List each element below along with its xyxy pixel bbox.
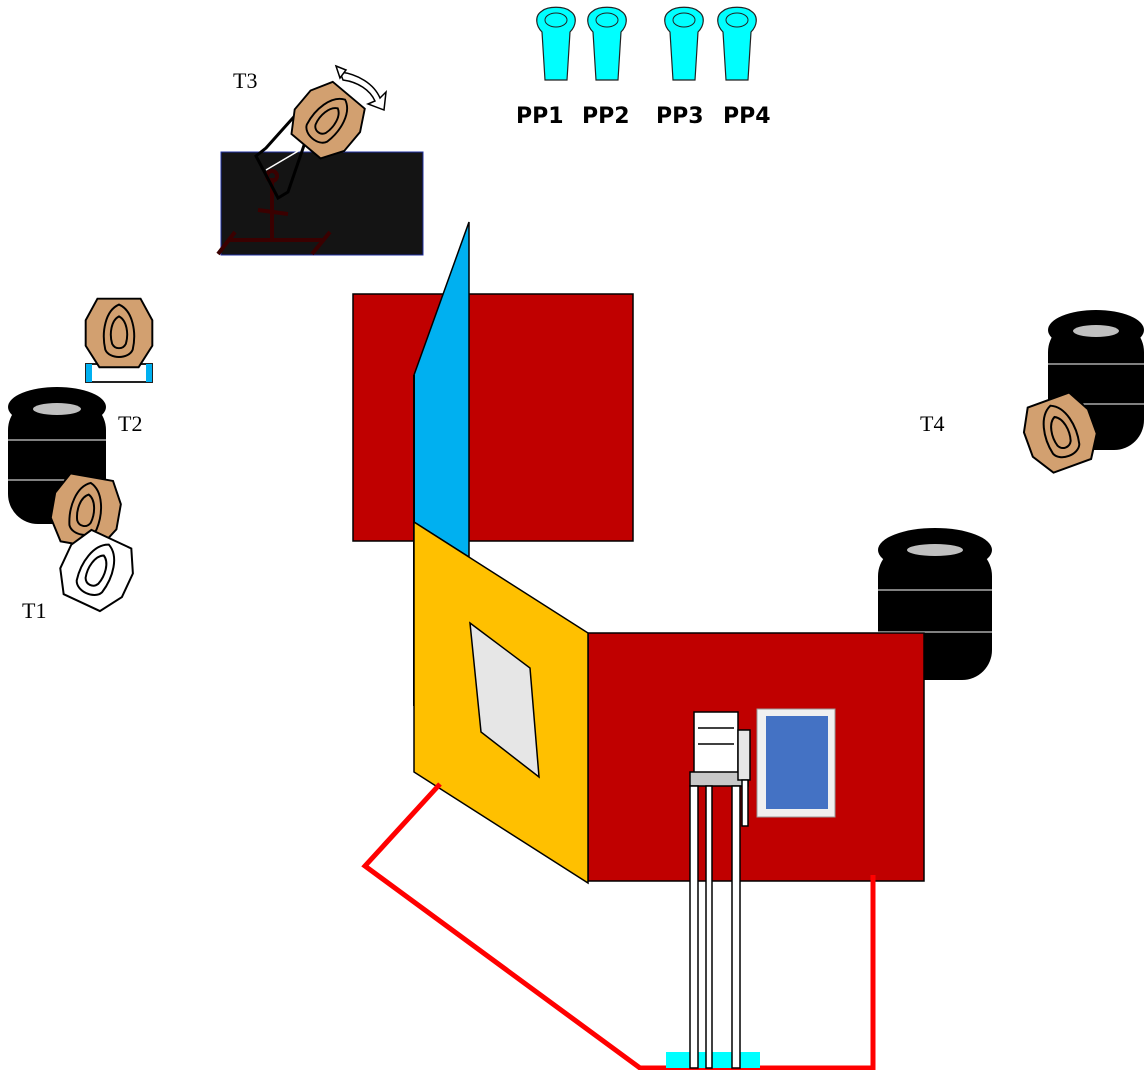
popper-label-pp2: PP2 [582,104,630,129]
t1-barrels: T1 [8,387,144,623]
target-label-t4: T4 [920,411,944,436]
start-box [666,1052,760,1068]
stand-leg-right [146,364,152,382]
target-label-t3: T3 [233,68,257,93]
red-wall-upper [352,293,634,542]
window-blue [766,716,828,809]
target-label-t2: T2 [118,411,142,436]
popper-group: PP1 PP2 PP3 PP4 [516,6,771,129]
stand-leg-left [86,364,92,382]
popper-label-pp4: PP4 [723,104,771,129]
t4-barrels: T4 [920,310,1144,479]
chair-icon [666,711,760,1069]
t3-swinger: T3 [216,64,424,256]
barricade-black [220,151,424,256]
popper-1-shape [536,6,576,81]
ipsc-target-icon [84,297,154,369]
popper-icon [587,6,627,81]
popper-icon [536,6,576,81]
popper-4-shape [717,6,757,81]
popper-label-pp3: PP3 [656,104,704,129]
popper-icon [664,6,704,81]
t2-target: T2 [84,297,154,436]
rotate-arrow-icon [334,64,387,112]
fault-line [361,782,876,1070]
popper-icon [717,6,757,81]
popper-label-pp1: PP1 [516,104,564,129]
blue-wall [413,221,470,559]
popper-3-shape [664,6,704,81]
red-wall-lower [587,632,925,882]
target-label-t1: T1 [22,598,46,623]
port-opening [469,621,540,779]
popper-2-shape [587,6,627,81]
swinger-stand [216,169,332,256]
